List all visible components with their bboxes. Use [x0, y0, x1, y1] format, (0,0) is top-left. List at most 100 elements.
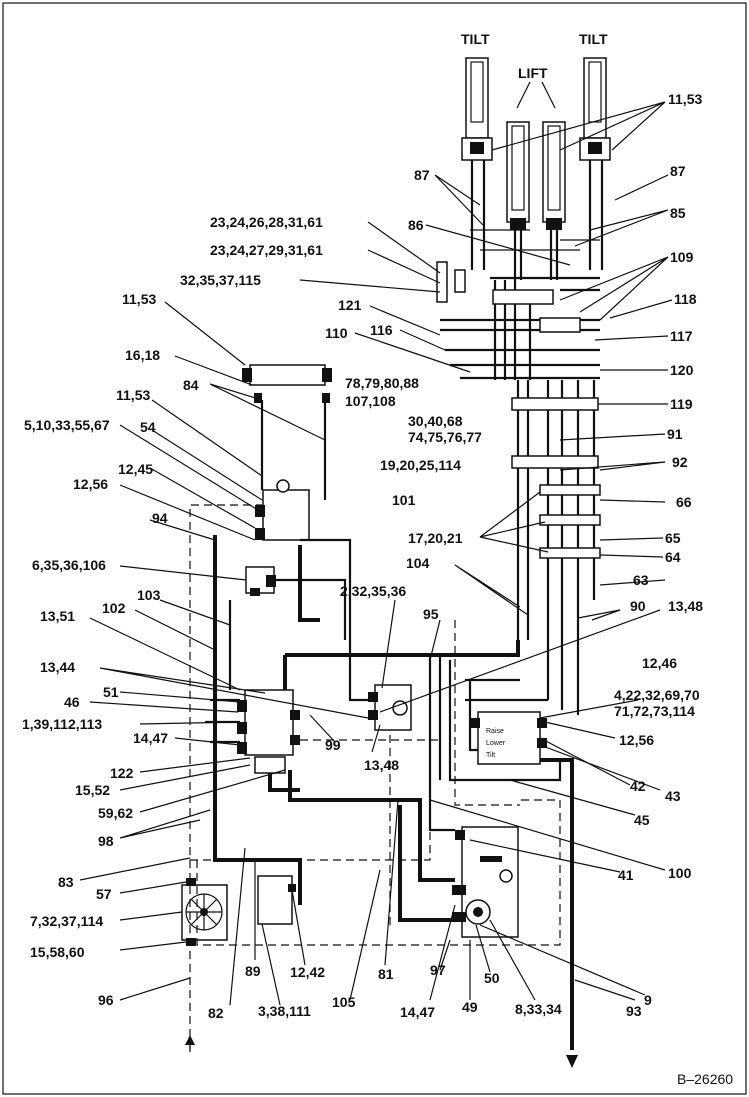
- label-7-32-37: 7,32,37,114: [30, 913, 103, 929]
- label-92: 92: [672, 454, 688, 470]
- label-78-79: 78,79,80,88: [345, 375, 419, 391]
- label-100: 100: [668, 865, 692, 881]
- top-valve-16-18: [242, 364, 332, 403]
- return-lines: [189, 504, 561, 1050]
- label-tilt-left: TILT: [461, 31, 490, 47]
- label-119: 119: [670, 396, 693, 412]
- label-16-18: 16,18: [125, 347, 160, 363]
- label-12-46: 12,46: [642, 655, 677, 671]
- label-116: 116: [370, 322, 393, 338]
- label-94: 94: [152, 510, 168, 526]
- label-14-47-bottom: 14,47: [400, 1004, 435, 1020]
- right-tube-runs: [511, 380, 601, 640]
- label-86: 86: [408, 217, 424, 233]
- svg-text:Tilt: Tilt: [486, 752, 495, 759]
- label-12-56-right: 12,56: [619, 732, 654, 748]
- label-30-40-68: 30,40,68: [408, 413, 463, 429]
- label-102: 102: [102, 600, 126, 616]
- label-109: 109: [670, 249, 694, 265]
- label-90: 90: [630, 598, 646, 614]
- label-1-39-112: 1,39,112,113: [22, 716, 102, 732]
- label-tilt-right: TILT: [579, 31, 608, 47]
- label-65: 65: [665, 530, 681, 546]
- label-83: 83: [58, 874, 74, 890]
- label-12-56: 12,56: [73, 476, 108, 492]
- label-45: 45: [634, 812, 650, 828]
- filter-3-38-111: [257, 875, 296, 925]
- label-49: 49: [462, 999, 478, 1015]
- label-3-38-111: 3,38,111: [258, 1003, 311, 1019]
- upper-tube-bundle: [436, 261, 600, 380]
- label-117: 117: [670, 328, 693, 344]
- label-41: 41: [618, 867, 634, 883]
- label-4-22-32: 4,22,32,69,70: [614, 687, 700, 703]
- arrow-up-head: [185, 1035, 195, 1045]
- label-82: 82: [208, 1005, 224, 1021]
- label-32-35-37: 32,35,37,115: [180, 272, 261, 288]
- label-23-24-26: 23,24,26,28,31,61: [210, 214, 323, 230]
- valve-block-5-10: [255, 479, 310, 541]
- label-59-62: 59,62: [98, 805, 133, 821]
- valve-2-32: [368, 684, 412, 731]
- label-98: 98: [98, 833, 114, 849]
- label-23-24-27: 23,24,27,29,31,61: [210, 242, 323, 258]
- label-95: 95: [423, 606, 439, 622]
- label-51: 51: [103, 684, 119, 700]
- label-11-53-low: 11,53: [116, 387, 150, 403]
- label-15-58-60: 15,58,60: [30, 944, 85, 960]
- label-81: 81: [378, 966, 394, 982]
- label-101: 101: [392, 492, 416, 508]
- label-12-45: 12,45: [118, 461, 153, 477]
- label-74-75: 74,75,76,77: [408, 429, 482, 445]
- label-14-47-left: 14,47: [133, 730, 168, 746]
- label-19-20: 19,20,25,114: [380, 457, 461, 473]
- label-17-20-21: 17,20,21: [408, 530, 463, 546]
- label-105: 105: [332, 994, 356, 1010]
- label-87-left: 87: [414, 167, 430, 183]
- label-12-42: 12,42: [290, 964, 325, 980]
- label-57: 57: [96, 886, 112, 902]
- label-89: 89: [245, 963, 261, 979]
- label-43: 43: [665, 788, 681, 804]
- lift-cylinder-right: [542, 121, 566, 230]
- label-63: 63: [633, 572, 649, 588]
- svg-text:Raise: Raise: [486, 728, 504, 735]
- label-2-32-35: 2,32,35,36: [340, 583, 406, 599]
- arrow-down-head: [566, 1055, 578, 1068]
- label-96: 96: [98, 992, 114, 1008]
- label-42: 42: [630, 778, 646, 794]
- label-71-72-73: 71,72,73,114: [614, 703, 695, 719]
- label-120: 120: [670, 362, 694, 378]
- label-93: 93: [626, 1003, 642, 1019]
- label-5-10-33: 5,10,33,55,67: [24, 417, 110, 433]
- label-118: 118: [674, 291, 697, 307]
- label-84: 84: [183, 377, 199, 393]
- figure-reference: B–26260: [677, 1071, 733, 1087]
- label-103: 103: [137, 587, 161, 603]
- label-13-51: 13,51: [40, 608, 75, 624]
- label-13-44: 13,44: [40, 659, 75, 675]
- label-107-108: 107,108: [345, 393, 396, 409]
- label-91: 91: [667, 426, 683, 442]
- label-54: 54: [140, 419, 156, 435]
- label-87-right: 87: [670, 163, 686, 179]
- label-121: 121: [338, 297, 362, 313]
- label-8-33-34: 8,33,34: [515, 1001, 562, 1017]
- label-11-53-mid: 11,53: [122, 291, 156, 307]
- label-lift: LIFT: [518, 65, 548, 81]
- label-9: 9: [644, 992, 652, 1008]
- label-104: 104: [406, 555, 430, 571]
- oil-cooler: [181, 878, 228, 946]
- leader-lines: [79, 81, 673, 1006]
- label-122: 122: [110, 765, 134, 781]
- label-64: 64: [665, 549, 681, 565]
- label-66: 66: [676, 494, 692, 510]
- label-11-53-top: 11,53: [668, 91, 702, 107]
- label-46: 46: [64, 694, 80, 710]
- label-13-48-mid: 13,48: [364, 757, 399, 773]
- lift-cylinder-left: [506, 121, 530, 230]
- label-50: 50: [484, 970, 500, 986]
